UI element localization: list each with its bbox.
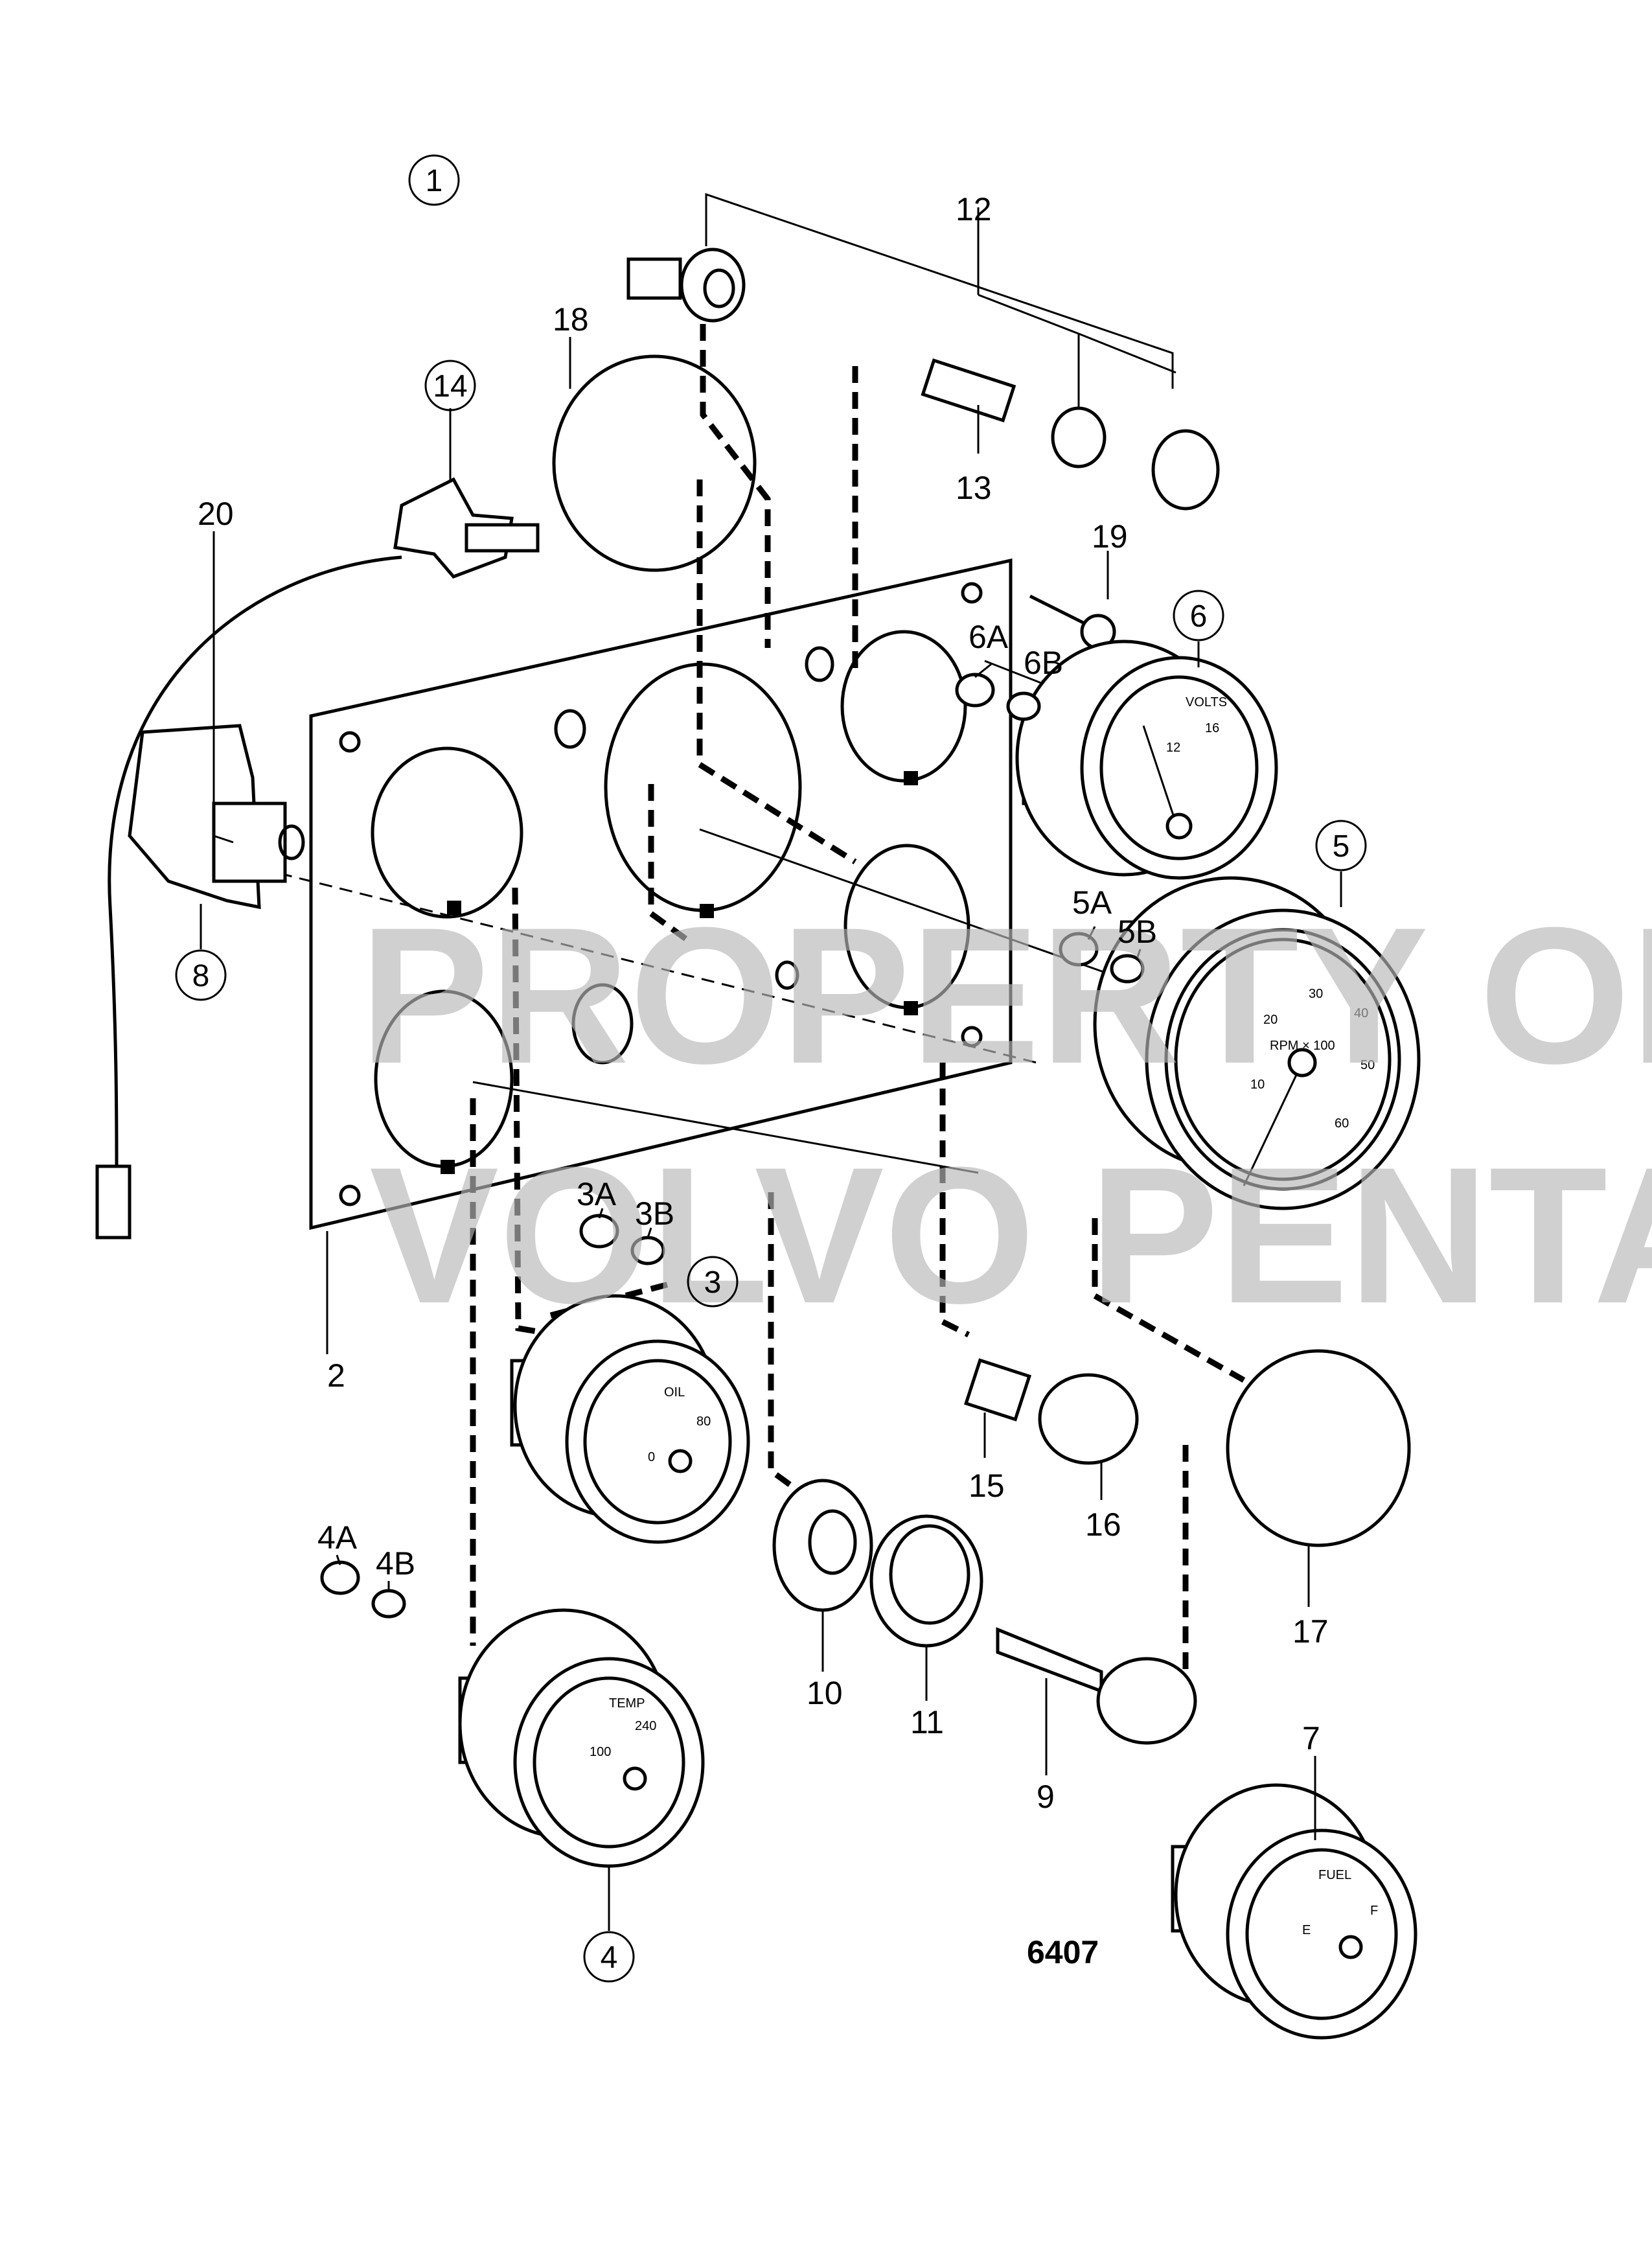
callout-5: 5 [1315, 820, 1367, 871]
fuse-washer [1051, 406, 1107, 468]
oil-scale-80: 80 [696, 1414, 711, 1429]
label-8: 8 [192, 959, 210, 993]
oil-gauge-label: OIL [664, 1385, 685, 1400]
label-6b: 6B [1024, 645, 1063, 681]
oil-scale-0: 0 [648, 1450, 655, 1464]
label-12: 12 [956, 191, 992, 227]
label-1: 1 [426, 164, 443, 198]
voltmeter-6: VOLTS 12 16 [1015, 640, 1278, 880]
oil-pressure-gauge-3: OIL 0 80 [510, 1294, 750, 1544]
tach-scale-50: 50 [1360, 1058, 1375, 1072]
fuse-cap [1151, 429, 1220, 511]
label-6a: 6A [969, 619, 1009, 655]
ring-11 [869, 1514, 983, 1648]
fuel-scale-f: F [1370, 1904, 1378, 1918]
tach-unit-label: RPM × 100 [1270, 1039, 1335, 1053]
circled-labels: 1 14 6 5 8 3 4 [175, 154, 1367, 1983]
ring-10 [772, 1479, 873, 1612]
fuel-scale-e: E [1302, 1923, 1311, 1937]
cable-20 [95, 555, 402, 1240]
sender-8 [128, 724, 305, 910]
leader-lines [200, 207, 1342, 1931]
label-5b: 5B [1118, 914, 1157, 950]
callout-8: 8 [175, 949, 227, 1001]
voltmeter-scale-12: 12 [1166, 741, 1180, 755]
label-13: 13 [956, 470, 992, 506]
part-labels: 12 18 13 20 19 6A 6B 5A 5B 3A 3B 2 4A 4B… [198, 191, 1329, 1970]
tach-scale-20: 20 [1263, 1013, 1278, 1027]
label-6: 6 [1190, 599, 1208, 634]
instrument-panel-plate [309, 558, 1013, 1230]
temp-scale-low: 100 [590, 1745, 611, 1759]
label-4: 4 [601, 1941, 618, 1975]
temperature-gauge-4: TEMP 100 240 [458, 1608, 705, 1868]
label-4a: 4A [317, 1519, 358, 1556]
label-9: 9 [1037, 1779, 1055, 1815]
tach-scale-10: 10 [1250, 1078, 1265, 1092]
fuse-13 [921, 358, 1016, 422]
bulb-holder-15 [963, 1358, 1032, 1422]
label-3a: 3A [577, 1176, 617, 1212]
bulbs [320, 673, 1145, 1619]
label-15: 15 [969, 1468, 1005, 1504]
tach-scale-60: 60 [1335, 1116, 1349, 1131]
drawing-number: 6407 [1027, 1934, 1099, 1970]
label-10: 10 [807, 1675, 843, 1711]
knob-14 [393, 477, 540, 579]
cap-16 [1038, 1373, 1139, 1465]
key-9 [996, 1627, 1197, 1745]
label-7: 7 [1302, 1720, 1320, 1757]
watermark-line-1: PROPERTY OF [360, 886, 1652, 1104]
voltmeter-label: VOLTS [1186, 695, 1227, 709]
label-19: 19 [1092, 518, 1128, 555]
label-5a: 5A [1072, 884, 1112, 921]
callout-6: 6 [1173, 590, 1224, 641]
temp-scale-high: 240 [635, 1719, 656, 1733]
label-4b: 4B [376, 1545, 415, 1582]
callout-3: 3 [687, 1256, 739, 1308]
tachometer-5: 10 20 30 40 50 60 RPM × 100 [1093, 876, 1421, 1210]
label-14: 14 [433, 369, 467, 404]
fuse-holder-body [626, 248, 746, 323]
tach-scale-30: 30 [1309, 987, 1323, 1001]
callout-4: 4 [583, 1931, 635, 1983]
sealing-ring-18 [552, 354, 757, 572]
label-2: 2 [327, 1357, 345, 1394]
label-3b: 3B [635, 1195, 674, 1232]
label-5: 5 [1333, 829, 1350, 864]
item-12-bracket [705, 192, 1176, 415]
label-18: 18 [553, 301, 589, 338]
fuel-gauge-label: FUEL [1318, 1868, 1351, 1882]
label-3: 3 [704, 1265, 722, 1300]
watermark-line-2: VOLVO PENTA [369, 1126, 1652, 1344]
temp-gauge-label: TEMP [609, 1696, 645, 1711]
voltmeter-scale-16: 16 [1205, 721, 1219, 735]
lens-17 [1226, 1349, 1411, 1547]
label-11: 11 [910, 1704, 944, 1740]
tach-scale-40: 40 [1354, 1006, 1368, 1021]
callout-14: 14 [424, 360, 476, 411]
label-20: 20 [198, 496, 234, 532]
screw-19 [1029, 594, 1116, 650]
fuel-gauge-7: FUEL E F [1171, 1783, 1417, 2040]
callout-1: 1 [408, 154, 460, 206]
label-16: 16 [1085, 1506, 1121, 1543]
watermark: PROPERTY OF VOLVO PENTA [360, 886, 1652, 1344]
label-17: 17 [1292, 1613, 1329, 1650]
